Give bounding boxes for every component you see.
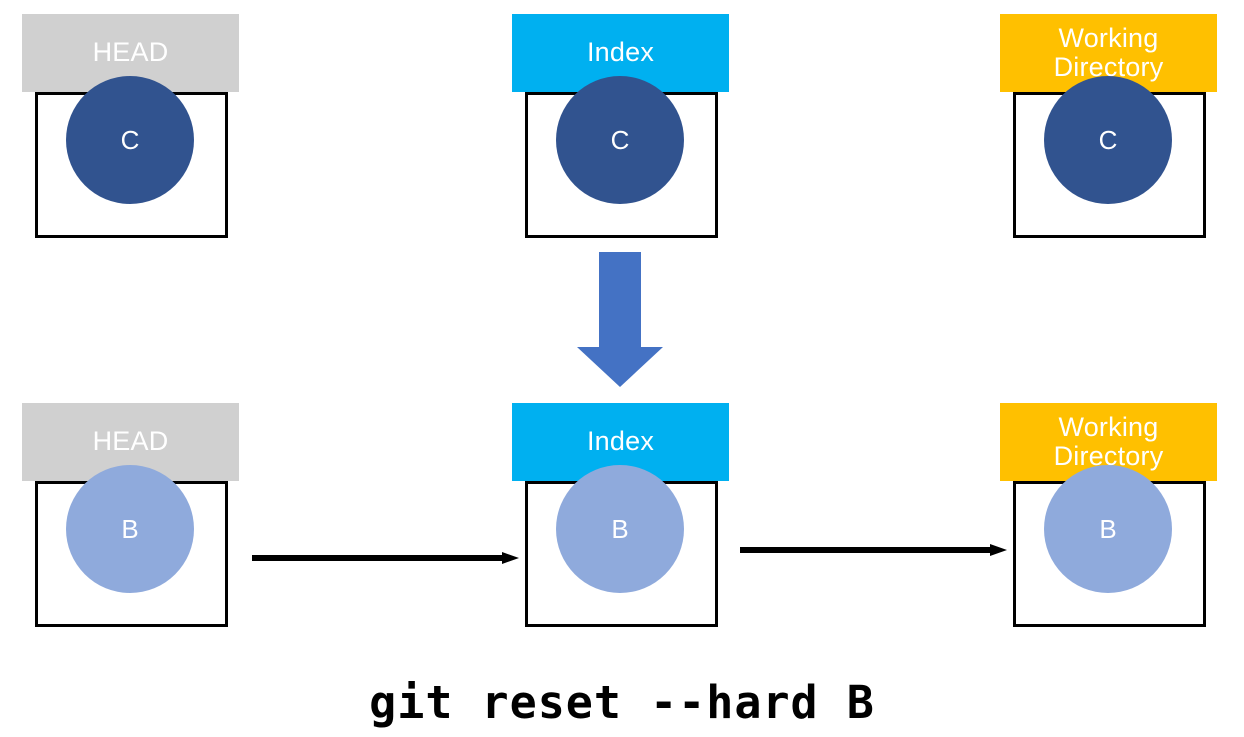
commit-node-c: C — [66, 76, 194, 204]
down-arrow-head — [577, 347, 663, 387]
commit-node-b: B — [66, 465, 194, 593]
arrow-shaft — [740, 547, 990, 553]
card-head-after: HEAD B — [22, 403, 239, 627]
card-index-after: Index B — [512, 403, 729, 627]
card-head-before: HEAD C — [22, 14, 239, 238]
card-body-index-before: C — [525, 76, 718, 238]
arrow-shaft — [252, 555, 502, 561]
commit-node-c: C — [1044, 76, 1172, 204]
arrow-index-to-working-directory — [740, 544, 1007, 556]
commit-node-b: B — [1044, 465, 1172, 593]
card-working-directory-before: Working Directory C — [1000, 14, 1217, 238]
arrow-head-tip — [990, 544, 1007, 556]
commit-node-b: B — [556, 465, 684, 593]
arrow-head-to-index — [252, 552, 519, 564]
card-body-working-directory-after: B — [1013, 465, 1206, 627]
card-working-directory-after: Working Directory B — [1000, 403, 1217, 627]
down-arrow-shaft — [599, 252, 641, 349]
card-body-head-after: B — [35, 465, 228, 627]
reset-down-arrow — [577, 252, 663, 387]
card-body-working-directory-before: C — [1013, 76, 1206, 238]
commit-node-c: C — [556, 76, 684, 204]
card-index-before: Index C — [512, 14, 729, 238]
arrow-head-tip — [502, 552, 519, 564]
card-body-index-after: B — [525, 465, 718, 627]
command-caption: git reset --hard B — [369, 676, 875, 729]
card-body-head-before: C — [35, 76, 228, 238]
